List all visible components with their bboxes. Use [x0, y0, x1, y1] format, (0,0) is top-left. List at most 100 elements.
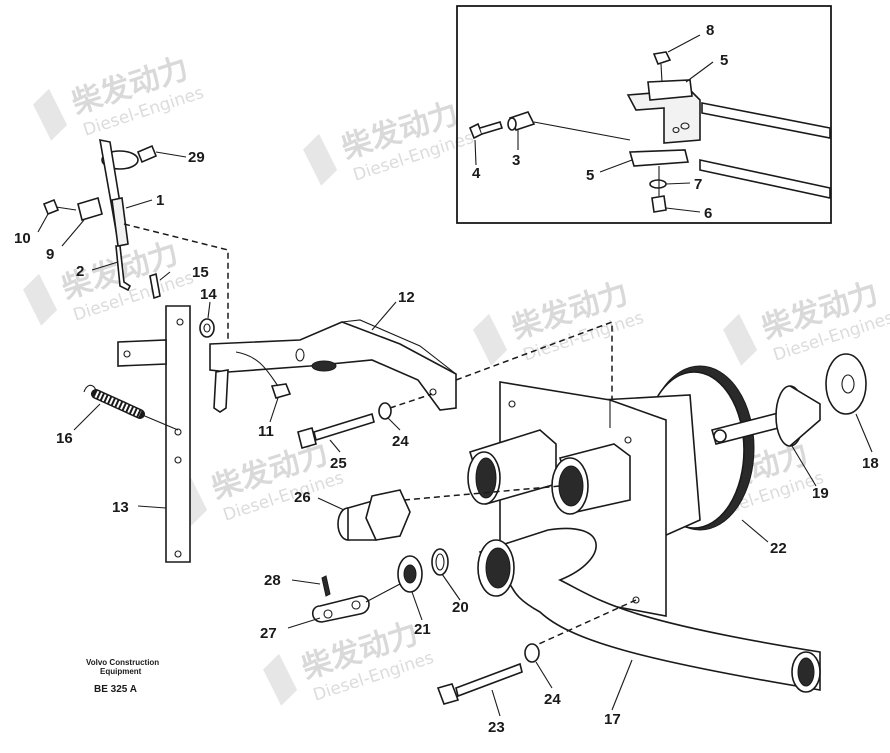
label-part-1: 1 [156, 192, 164, 209]
label-part-7: 7 [694, 176, 702, 193]
leader-10 [37, 213, 49, 233]
leader-5a [685, 61, 714, 83]
label-part-13: 13 [112, 499, 129, 516]
axis-line [365, 583, 401, 603]
label-part-24-upper: 24 [392, 433, 409, 450]
leader-24b [535, 661, 553, 689]
cable-upper [701, 102, 831, 139]
label-part-6: 6 [704, 205, 712, 222]
leader-9 [61, 219, 85, 247]
plate-hole [508, 400, 516, 408]
label-part-3: 3 [512, 152, 520, 169]
bolt-10 [42, 198, 60, 216]
label-part-23: 23 [488, 719, 505, 736]
credit-line-2: Equipment [100, 667, 142, 676]
leader-7 [665, 182, 691, 185]
leader-12 [371, 301, 397, 331]
label-part-5-lower: 5 [586, 167, 594, 184]
label-part-14: 14 [200, 286, 217, 303]
spring-16 [83, 384, 179, 431]
leader-24a [387, 417, 401, 431]
clamp-lower [628, 149, 690, 167]
watermark-logo: 柴发动力 Diesel-Engines [723, 276, 890, 366]
label-part-26: 26 [294, 489, 311, 506]
pipe-17-bore [485, 547, 511, 589]
nut-21-bore [403, 564, 417, 584]
leader-26 [317, 497, 345, 511]
label-part-16: 16 [56, 430, 73, 447]
label-part-20: 20 [452, 599, 469, 616]
leader-13 [137, 505, 167, 509]
washer-14 [199, 318, 215, 338]
pin-15 [149, 272, 161, 300]
label-part-4: 4 [472, 165, 481, 182]
bracket-13-arm [117, 339, 167, 367]
washer-7 [649, 179, 667, 189]
figure-code: BE 325 A [94, 684, 137, 695]
link-hole [351, 600, 361, 610]
leader-15 [159, 271, 171, 281]
bolt-6 [651, 195, 667, 213]
lever-slot [295, 348, 305, 362]
sleeve-3-end [507, 117, 517, 131]
leader-4 [474, 139, 477, 166]
washer-24b [524, 643, 540, 663]
leader-18 [855, 413, 873, 453]
clamp-29-tab [136, 144, 158, 164]
washer-14-hole [203, 323, 211, 333]
rod-2 [115, 245, 132, 292]
cone-19-tip [789, 385, 821, 447]
bolt-25-shank [313, 412, 375, 442]
pipe-17 [478, 527, 821, 691]
tube-bore [475, 457, 497, 499]
leader-29 [155, 151, 187, 158]
plate-hole [624, 436, 632, 444]
shaft-pin [713, 429, 727, 443]
leader-21 [411, 591, 423, 621]
bracket-13 [165, 305, 191, 563]
label-part-27: 27 [260, 625, 277, 642]
washer-18-hole [841, 374, 855, 394]
leader-6 [665, 207, 701, 213]
leader-1 [125, 199, 153, 209]
label-part-5-upper: 5 [720, 52, 728, 69]
link-line [235, 351, 279, 387]
bracket-hole [174, 428, 182, 436]
bracket-hole [672, 126, 680, 134]
leader-17 [611, 659, 633, 711]
label-part-24-lower: 24 [544, 691, 561, 708]
leader-8 [667, 34, 701, 53]
part-labels: 8 5 3 4 5 7 6 29 1 10 9 2 15 14 12 16 11… [14, 22, 879, 736]
label-part-9: 9 [46, 246, 54, 263]
leader-22 [741, 519, 769, 543]
linkage-left [42, 138, 457, 563]
fittings [311, 489, 540, 705]
bolt-10-shank [55, 206, 77, 211]
lever-tab [213, 369, 229, 413]
bolt-23-shank [455, 662, 523, 698]
label-part-25: 25 [330, 455, 347, 472]
lever-12-top [341, 319, 457, 375]
label-part-28: 28 [264, 572, 281, 589]
washer-18 [825, 353, 867, 415]
bracket-hole [174, 456, 182, 464]
pin-28 [321, 575, 331, 597]
watermark-logo: 柴发动力 Diesel-Engines [303, 96, 476, 186]
bracket-hole [176, 318, 184, 326]
clamp-upper [647, 79, 693, 101]
watermark-logo: 柴发动力 Diesel-Engines [473, 276, 646, 366]
leader-lines [37, 151, 873, 717]
label-part-17: 17 [604, 711, 621, 728]
label-part-29: 29 [188, 149, 205, 166]
label-part-21: 21 [414, 621, 431, 638]
lever-boss [311, 360, 337, 372]
assembly-dash [389, 393, 433, 409]
bolt-25-head [297, 427, 317, 449]
axis-line [660, 63, 663, 83]
leader-2 [91, 261, 119, 271]
cable-lower [699, 159, 831, 199]
bracket-hole [174, 550, 182, 558]
ring-20 [431, 548, 449, 576]
